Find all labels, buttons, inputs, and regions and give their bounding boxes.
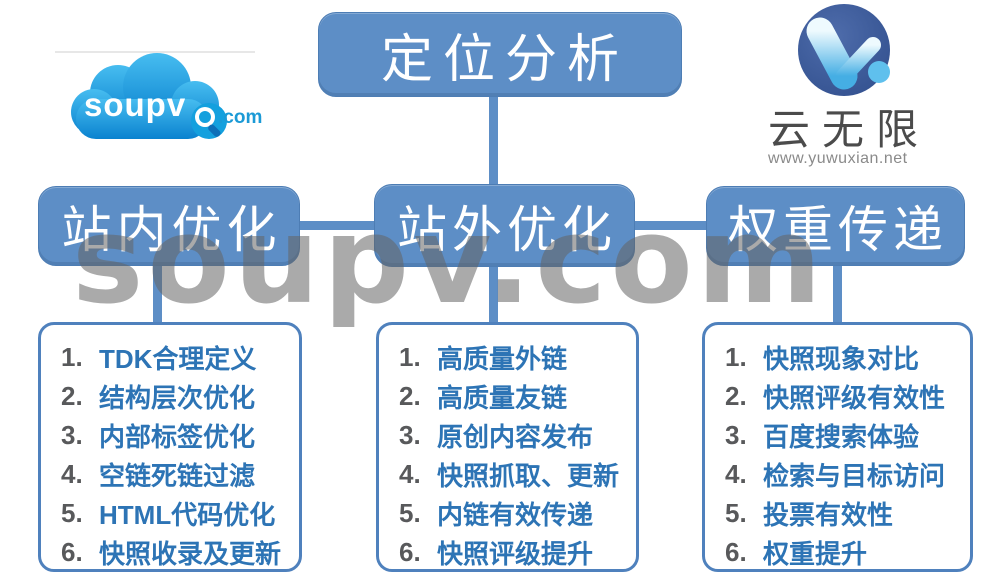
list-item: 5. 投票有效性 [725, 494, 964, 533]
list-panel-onsite: 1. TDK合理定义 2. 结构层次优化 3. 内部标签优化 4. 空链死链过滤… [38, 322, 302, 572]
connector-root-to-center [489, 96, 498, 188]
item-text: HTML代码优化 [99, 500, 276, 530]
connector-right-branch-to-list [833, 264, 842, 324]
cloud-icon [71, 53, 227, 139]
item-number: 2. [399, 381, 421, 411]
branch-label: 站内优化 [61, 202, 282, 258]
item-number: 4. [61, 459, 83, 489]
node-positioning-analysis: 定位分析 [318, 12, 682, 97]
list-item: 6. 快照评级提升 [399, 533, 630, 572]
list-item: 4. 快照抓取、更新 [399, 455, 630, 494]
list-item: 3. 原创内容发布 [399, 416, 630, 455]
list-item: 3. 百度搜索体验 [725, 416, 964, 455]
yuwuxian-wordmark: 云无限 [768, 106, 931, 153]
list-item: 4. 检索与目标访问 [725, 455, 964, 494]
soupv-tld: .com [218, 107, 263, 128]
yuwuxian-url: www.yuwuxian.net [768, 150, 908, 167]
item-text: 权重提升 [763, 539, 868, 569]
node-onsite-optimization: 站内优化 [38, 186, 300, 266]
yuwuxian-v-icon [798, 4, 890, 96]
item-text: 投票有效性 [763, 500, 894, 530]
item-number: 2. [725, 381, 747, 411]
node-weight-transfer: 权重传递 [706, 186, 965, 266]
item-number: 3. [725, 420, 747, 450]
item-number: 5. [61, 498, 83, 528]
item-text: 内链有效传递 [437, 500, 594, 530]
list-item: 2. 快照评级有效性 [725, 377, 964, 416]
list-item: 1. 快照现象对比 [725, 338, 964, 377]
item-number: 3. [61, 420, 83, 450]
connector-center-branch-to-list [489, 265, 498, 324]
item-number: 5. [725, 498, 747, 528]
soupv-wordmark: soupv [84, 86, 187, 123]
item-text: 内部标签优化 [99, 422, 256, 452]
item-text: 快照评级提升 [437, 539, 594, 569]
soupv-logo: soupv .com [52, 44, 292, 164]
item-number: 1. [399, 342, 421, 372]
magnifier-icon [191, 103, 227, 139]
item-text: 原创内容发布 [437, 422, 594, 452]
item-text: 空链死链过滤 [99, 461, 256, 491]
connector-left-branch-to-list [153, 264, 162, 324]
branch-label: 权重传递 [728, 202, 948, 258]
list-panel-offsite: 1. 高质量外链 2. 高质量友链 3. 原创内容发布 4. 快照抓取、更新 5… [376, 322, 639, 572]
item-number: 5. [399, 498, 421, 528]
list-item: 6. 权重提升 [725, 533, 964, 572]
root-node-label: 定位分析 [380, 31, 629, 89]
item-text: 高质量友链 [437, 383, 568, 413]
list-item: 6. 快照收录及更新 [61, 533, 293, 572]
list-item: 5. 内链有效传递 [399, 494, 630, 533]
yuwuxian-logo: 云无限 www.yuwuxian.net [762, 0, 947, 175]
item-text: 百度搜索体验 [763, 422, 920, 452]
connector-center-to-right [633, 221, 708, 230]
item-text: 检索与目标访问 [763, 461, 946, 491]
list-item: 1. 高质量外链 [399, 338, 630, 377]
item-number: 6. [725, 537, 747, 567]
node-offsite-optimization: 站外优化 [374, 184, 635, 267]
item-number: 6. [61, 537, 83, 567]
list-item: 3. 内部标签优化 [61, 416, 293, 455]
item-text: 快照抓取、更新 [437, 461, 620, 491]
item-number: 6. [399, 537, 421, 567]
list-item: 1. TDK合理定义 [61, 338, 293, 377]
item-text: 快照评级有效性 [763, 383, 946, 413]
item-text: TDK合理定义 [99, 344, 257, 374]
list-item: 5. HTML代码优化 [61, 494, 293, 533]
item-text: 高质量外链 [437, 344, 568, 374]
list-panel-weight: 1. 快照现象对比 2. 快照评级有效性 3. 百度搜索体验 4. 检索与目标访… [702, 322, 973, 572]
item-number: 1. [61, 342, 83, 372]
item-number: 3. [399, 420, 421, 450]
list-item: 2. 结构层次优化 [61, 377, 293, 416]
item-number: 2. [61, 381, 83, 411]
item-number: 1. [725, 342, 747, 372]
divider-line [55, 51, 255, 53]
connector-left-to-center [298, 221, 376, 230]
item-number: 4. [725, 459, 747, 489]
item-text: 快照现象对比 [763, 344, 920, 374]
list-item: 4. 空链死链过滤 [61, 455, 293, 494]
item-text: 结构层次优化 [99, 383, 256, 413]
list-item: 2. 高质量友链 [399, 377, 630, 416]
item-number: 4. [399, 459, 421, 489]
branch-label: 站外优化 [397, 201, 617, 258]
item-text: 快照收录及更新 [99, 539, 282, 569]
